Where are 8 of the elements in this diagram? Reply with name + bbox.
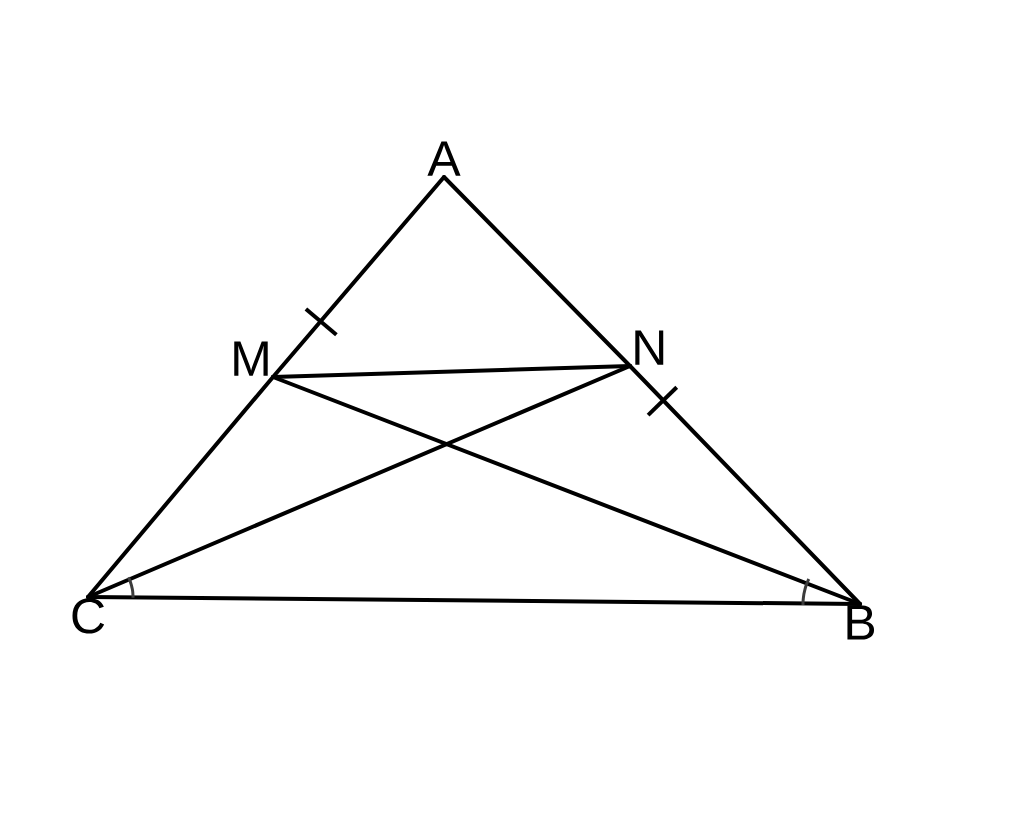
segment (271, 375, 862, 606)
segment (86, 364, 632, 599)
point-label: B (847, 605, 875, 640)
point-label: A (427, 141, 461, 176)
segment (86, 595, 862, 606)
point-label: M (234, 341, 268, 376)
point-label: N (635, 330, 664, 365)
point-label: C (72, 598, 105, 634)
